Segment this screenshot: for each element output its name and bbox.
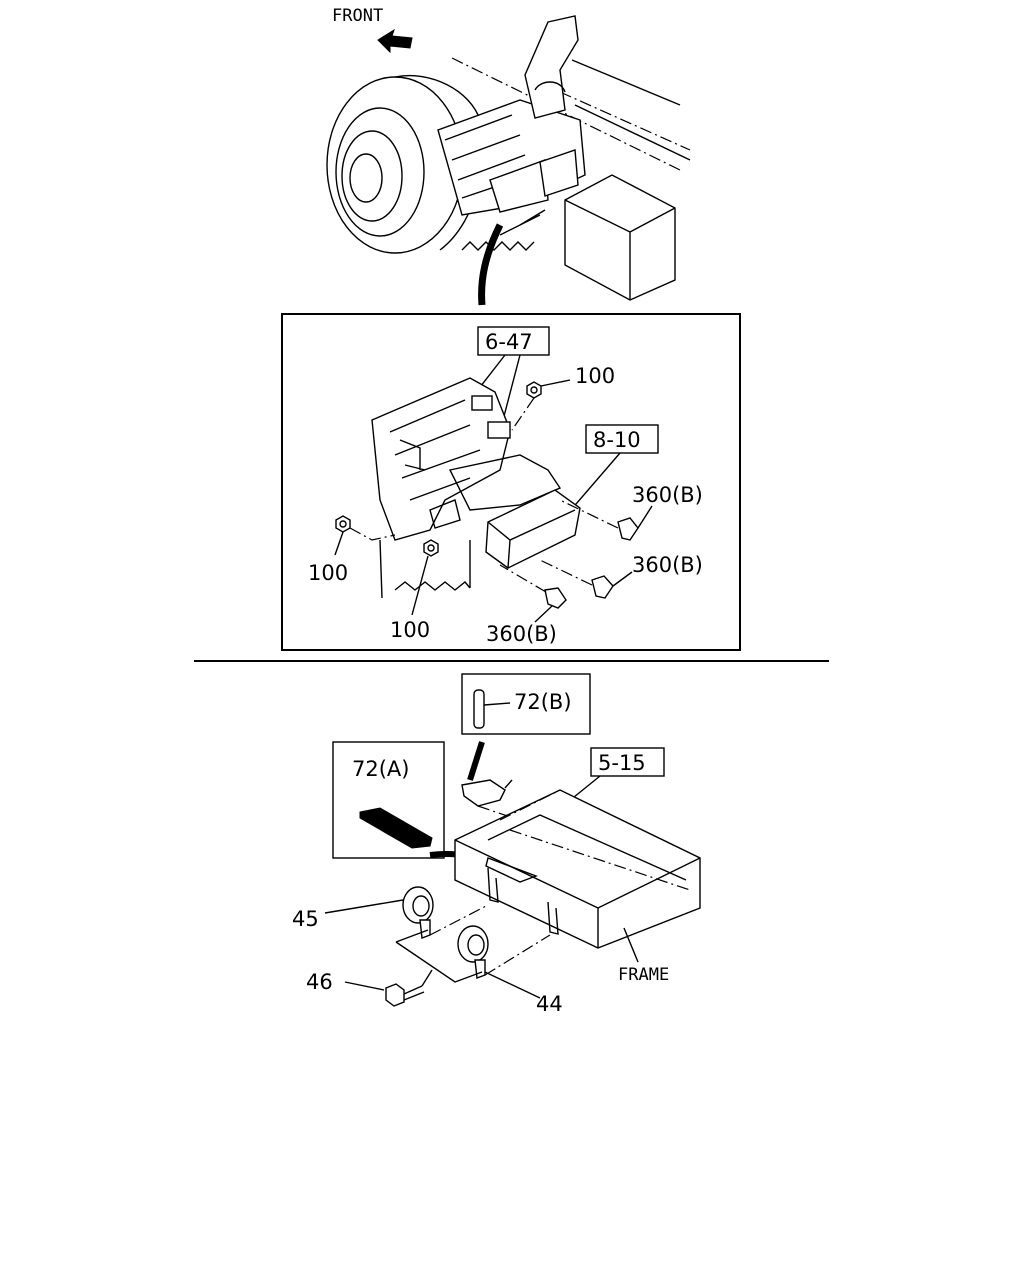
bracket-part <box>371 377 562 541</box>
ref-box-6-47[interactable] <box>477 326 550 356</box>
nut-100-left <box>334 515 351 556</box>
ref-6-47-label: 6-47 <box>485 330 533 354</box>
front-label: FRONT <box>332 6 383 26</box>
clip-72b-icon <box>473 689 485 729</box>
ref-box-8-10[interactable] <box>585 424 659 454</box>
overview-vehicle: FRONT <box>326 6 691 306</box>
bolt-360b-bottom <box>499 564 567 623</box>
frame-rail <box>454 789 701 949</box>
horn-44 <box>457 925 541 999</box>
nut-100-top <box>526 379 571 399</box>
detail-box-upper: 6-47 8-10 100 <box>281 313 741 651</box>
battery-illustration <box>564 174 676 301</box>
ref-5-15-label: 5-15 <box>598 751 646 775</box>
nut-100-top-label: 100 <box>575 364 615 388</box>
part-45-label: 45 <box>292 907 319 931</box>
nut-100-bottom-label: 100 <box>390 618 430 642</box>
part-72b-label: 72(B) <box>514 690 572 714</box>
bolt-360b-bottom-label: 360(B) <box>486 622 557 646</box>
frame-label: FRAME <box>618 965 669 985</box>
part-44-label: 44 <box>536 992 563 1016</box>
bolt-360b-right-upper-label: 360(B) <box>632 483 703 507</box>
bracket-assembly-overview <box>437 15 586 236</box>
horn-section: 72(B) 5-15 72(A) FRAME <box>292 673 701 1016</box>
bolt-360b-right-upper <box>559 499 653 541</box>
component-box <box>485 489 581 569</box>
front-arrow-icon <box>377 28 413 54</box>
bolt-360b-right-lower-label: 360(B) <box>632 553 703 577</box>
part-72a-label: 72(A) <box>352 757 409 781</box>
bolt-360b-right-lower <box>539 559 633 599</box>
ref-8-10-label: 8-10 <box>593 428 641 452</box>
horn-45 <box>324 886 434 939</box>
bolt-46 <box>344 969 433 1007</box>
nut-100-bottom <box>411 539 439 616</box>
tape-72a-icon <box>359 807 433 849</box>
part-46-label: 46 <box>306 970 333 994</box>
nut-100-left-label: 100 <box>308 561 348 585</box>
ref-box-5-15[interactable] <box>590 747 665 777</box>
